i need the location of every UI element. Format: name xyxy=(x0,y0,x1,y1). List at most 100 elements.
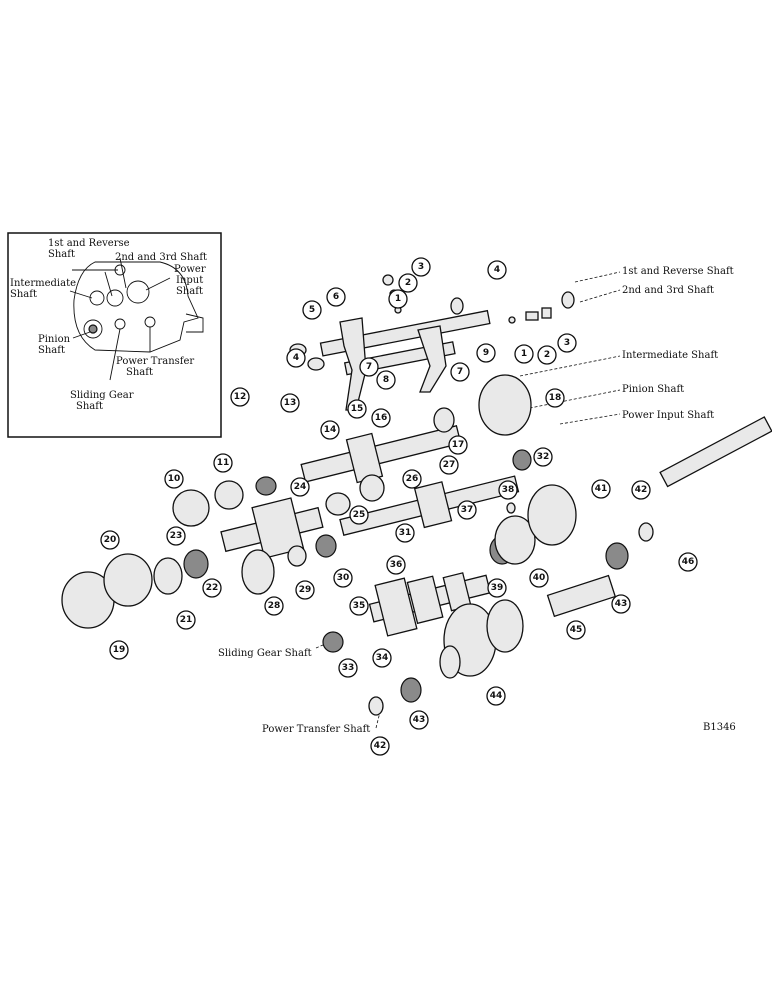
part-callout-21: 21 xyxy=(176,610,196,630)
part-callout-46: 46 xyxy=(678,552,698,572)
bearing-43b xyxy=(400,677,422,703)
part-callout-20: 20 xyxy=(100,530,120,550)
part-callout-circle xyxy=(545,388,565,408)
part-number-label: 43 xyxy=(615,599,628,609)
plug-3b xyxy=(541,307,552,319)
cover-28 xyxy=(241,549,275,595)
sleeve-45 xyxy=(546,574,617,618)
part-callout-45: 45 xyxy=(566,620,586,640)
part-callout-33: 33 xyxy=(338,658,358,678)
part-callout-circle xyxy=(611,594,631,614)
part-number-label: 46 xyxy=(682,557,695,567)
part-number-label: 42 xyxy=(374,741,387,751)
part-callout-6: 6 xyxy=(326,287,346,307)
part-callout-36: 36 xyxy=(386,555,406,575)
gear-18 xyxy=(478,374,532,436)
part-callout-25: 25 xyxy=(349,505,369,525)
part-callout-circle xyxy=(359,357,379,377)
part-callout-1: 1 xyxy=(514,344,534,364)
part-callout-circle xyxy=(487,578,507,598)
bearing-43a xyxy=(605,542,629,570)
part-callout-8: 8 xyxy=(376,370,396,390)
part-callout-19: 19 xyxy=(109,640,129,660)
part-callout-5: 5 xyxy=(302,300,322,320)
part-callout-circle xyxy=(388,289,408,309)
parts-artwork xyxy=(61,274,772,716)
part-callout-27: 27 xyxy=(439,455,459,475)
part-callout-circle xyxy=(591,479,611,499)
part-callout-circle xyxy=(280,393,300,413)
part-number-label: 16 xyxy=(375,413,388,423)
part-callout-16: 16 xyxy=(371,408,391,428)
part-callout-circle xyxy=(100,530,120,550)
part-callout-circle xyxy=(286,348,306,368)
part-callout-43: 43 xyxy=(611,594,631,614)
part-number-label: 23 xyxy=(170,531,183,541)
part-callout-29: 29 xyxy=(295,580,315,600)
part-number-label: 12 xyxy=(234,392,247,402)
part-callout-11: 11 xyxy=(213,453,233,473)
part-callout-1: 1 xyxy=(388,289,408,309)
part-number-label: 39 xyxy=(491,583,504,593)
housing-outline xyxy=(73,261,199,353)
part-number-label: 44 xyxy=(490,691,503,701)
part-callout-15: 15 xyxy=(347,399,367,419)
callout-sliding-gear: Sliding Gear Shaft xyxy=(218,648,312,659)
ball-1b xyxy=(508,316,516,324)
washer-42a xyxy=(638,522,654,542)
part-number-label: 35 xyxy=(353,601,366,611)
part-number-label: 1 xyxy=(521,349,527,359)
gear-23-cluster xyxy=(251,497,305,559)
gasket-20 xyxy=(103,553,153,607)
part-callout-42: 42 xyxy=(370,736,390,756)
part-callout-14: 14 xyxy=(320,420,340,440)
part-number-label: 32 xyxy=(537,452,550,462)
pinion-shaft xyxy=(300,425,462,483)
part-number-label: 1 xyxy=(395,294,401,304)
part-number-label: 27 xyxy=(443,460,456,470)
part-number-label: 36 xyxy=(390,560,403,570)
spring-2b xyxy=(525,311,539,321)
part-number-label: 30 xyxy=(337,573,350,583)
hole-intermediate xyxy=(89,290,105,306)
part-callout-circle xyxy=(476,343,496,363)
part-number-label: 40 xyxy=(533,573,546,583)
part-callout-circle xyxy=(376,370,396,390)
part-callout-7: 7 xyxy=(359,357,379,377)
part-callout-3: 3 xyxy=(557,333,577,353)
bearing-32 xyxy=(512,449,532,471)
part-callout-circle xyxy=(302,300,322,320)
part-callout-23: 23 xyxy=(166,526,186,546)
part-number-label: 3 xyxy=(564,338,570,348)
part-callout-circle xyxy=(338,658,358,678)
part-callout-circle xyxy=(372,648,392,668)
part-callout-39: 39 xyxy=(487,578,507,598)
part-number-label: 31 xyxy=(399,528,412,538)
part-callout-circle xyxy=(264,596,284,616)
part-callout-circle xyxy=(320,420,340,440)
part-number-label: 43 xyxy=(413,715,426,725)
part-callout-circle xyxy=(678,552,698,572)
part-callout-37: 37 xyxy=(457,500,477,520)
retainer-11 xyxy=(214,480,244,510)
part-callout-34: 34 xyxy=(372,648,392,668)
bearing-33 xyxy=(322,631,344,653)
part-callout-circle xyxy=(486,686,506,706)
part-callout-circle xyxy=(166,526,186,546)
part-callout-10: 10 xyxy=(164,469,184,489)
part-callout-circle xyxy=(109,640,129,660)
part-callout-circle xyxy=(370,736,390,756)
part-callout-circle xyxy=(347,399,367,419)
part-number-label: 4 xyxy=(293,353,299,363)
part-callout-circle xyxy=(487,260,507,280)
part-callout-circle xyxy=(398,273,418,293)
part-callout-circle xyxy=(498,480,518,500)
part-callout-circle xyxy=(349,596,369,616)
part-callout-circle xyxy=(295,580,315,600)
part-callout-22: 22 xyxy=(202,578,222,598)
cover-40 xyxy=(494,515,536,565)
callout-first-reverse: 1st and Reverse Shaft xyxy=(622,266,734,277)
oil-seal-4a xyxy=(450,297,464,315)
